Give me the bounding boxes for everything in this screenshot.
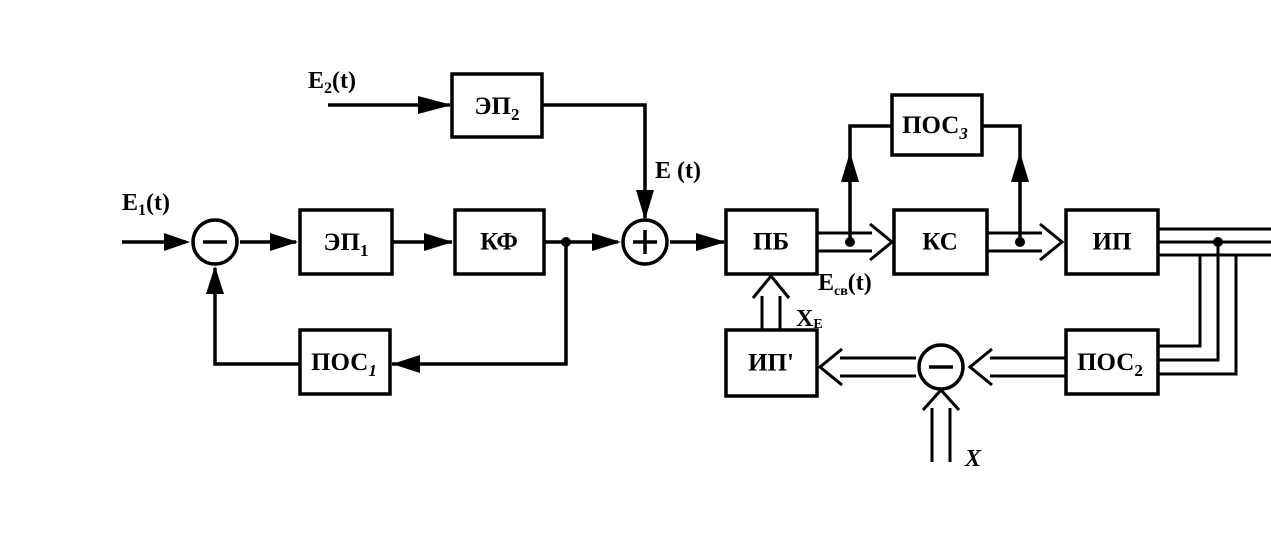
comparator-1 — [191, 218, 239, 266]
vector-lines — [751, 124, 1271, 462]
signal-e-label: E (t) — [655, 158, 701, 184]
svg-text:ИП': ИП' — [748, 350, 794, 377]
svg-text:ИП: ИП — [1093, 229, 1132, 256]
block-pb: ПБ — [724, 208, 819, 276]
svg-text:КФ: КФ — [480, 229, 518, 256]
block-ep1: ЭП1 — [298, 208, 394, 276]
signal-x-label: X — [964, 446, 982, 472]
svg-text:ПОС1: ПОС1 — [311, 349, 377, 380]
block-ip: ИП — [1064, 208, 1160, 276]
svg-text:ПОС3: ПОС3 — [902, 112, 968, 143]
signal-esv-label: Eсв(t) — [818, 270, 872, 299]
block-ep2: ЭП2 — [450, 72, 544, 139]
block-pos1: ПОС1 — [298, 328, 392, 396]
svg-text:КС: КС — [922, 229, 958, 256]
signal-e1-label: E1(t) — [122, 190, 170, 219]
signal-lines — [122, 96, 726, 373]
signal-e2-label: E2(t) — [308, 68, 356, 97]
signal-xe-label: XE — [796, 306, 823, 332]
block-kf: КФ — [453, 208, 546, 276]
svg-text:ЭП1: ЭП1 — [324, 229, 369, 260]
svg-text:ПБ: ПБ — [753, 229, 789, 256]
svg-text:ЭП2: ЭП2 — [475, 93, 520, 124]
svg-text:ПОС2: ПОС2 — [1077, 349, 1143, 380]
comparator-2 — [917, 343, 965, 391]
block-ks: КС — [892, 208, 989, 276]
block-ip-prime: ИП' — [724, 328, 819, 398]
block-pos3: ПОС3 — [890, 93, 984, 157]
block-pos2: ПОС2 — [1064, 328, 1160, 396]
summer — [621, 218, 669, 266]
